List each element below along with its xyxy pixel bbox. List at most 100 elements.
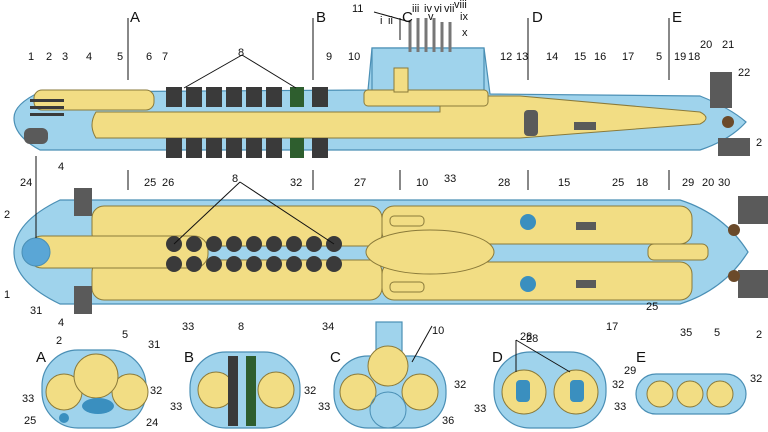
hatch xyxy=(393,67,409,93)
callout: viii xyxy=(454,0,467,11)
callout: 24 xyxy=(20,177,32,189)
callout: 33 xyxy=(614,401,626,413)
section-letter: B xyxy=(184,349,194,366)
callout: 16 xyxy=(594,51,606,63)
callout: 18 xyxy=(636,177,648,189)
callout: 20 xyxy=(702,177,714,189)
callout: 2 xyxy=(756,329,762,341)
callout: 33 xyxy=(182,321,194,333)
callout: 2 xyxy=(4,209,10,221)
side-view xyxy=(13,18,750,158)
sail xyxy=(371,47,485,93)
section-letter: B xyxy=(316,9,326,26)
callout: 33 xyxy=(318,401,330,413)
torpedo-tube xyxy=(30,113,64,116)
plan-view xyxy=(13,188,768,314)
pressure-hull-side xyxy=(91,95,707,139)
masts xyxy=(408,18,452,52)
control-section xyxy=(363,89,489,107)
callout: 2 xyxy=(46,51,52,63)
callout: 31 xyxy=(148,339,160,351)
callout: 8 xyxy=(238,47,244,59)
aft-module xyxy=(647,243,709,261)
callout: 32 xyxy=(612,379,624,391)
reactor-plan xyxy=(520,276,536,292)
callout: 25 xyxy=(144,177,156,189)
reactor xyxy=(524,110,538,136)
callout: 28 xyxy=(498,177,510,189)
callout: 14 xyxy=(546,51,558,63)
callout: 5 xyxy=(117,51,123,63)
rudder-top xyxy=(710,72,732,108)
turbine-plan xyxy=(576,222,596,230)
callout: 8 xyxy=(238,321,244,333)
section-letter: A xyxy=(36,349,46,366)
callout: 12 xyxy=(500,51,512,63)
callout: 26 xyxy=(162,177,174,189)
callout: ii xyxy=(388,15,393,27)
section-letter: D xyxy=(532,9,543,26)
callout: 1 xyxy=(4,289,10,301)
stern-plane xyxy=(738,196,768,224)
cross-section-c xyxy=(333,321,447,429)
callout: 8 xyxy=(232,173,238,185)
callout: iii xyxy=(412,3,419,15)
callout: 32 xyxy=(290,177,302,189)
callout: 6 xyxy=(146,51,152,63)
callout: 25 xyxy=(646,301,658,313)
callout: 15 xyxy=(574,51,586,63)
callout: 11 xyxy=(352,3,363,15)
turbine-plan xyxy=(576,280,596,288)
callout: 32 xyxy=(304,385,316,397)
callout: x xyxy=(462,27,468,39)
section-letter: E xyxy=(636,349,646,366)
callout: iv xyxy=(424,3,432,15)
cross-section-b xyxy=(189,351,301,429)
missile-tubes-top xyxy=(166,87,328,107)
section-lines xyxy=(127,18,670,190)
callout: 4 xyxy=(58,317,64,329)
callout: 4 xyxy=(86,51,92,63)
callout: 13 xyxy=(516,51,528,63)
callout: 5 xyxy=(714,327,720,339)
callout: 10 xyxy=(432,325,444,337)
cross-section-e xyxy=(635,373,747,415)
callout: vi xyxy=(434,3,442,15)
callout: 25 xyxy=(24,415,36,427)
callout: 9 xyxy=(326,51,332,63)
callout: i xyxy=(380,15,382,27)
bow-plane xyxy=(74,188,92,216)
callout: 36 xyxy=(442,415,454,427)
callout: 10 xyxy=(416,177,428,189)
callout: 15 xyxy=(558,177,570,189)
callout: 31 xyxy=(30,305,42,317)
bow-plane xyxy=(74,286,92,314)
section-letter: C xyxy=(402,9,413,26)
callout: 3 xyxy=(62,51,68,63)
sonar-dome xyxy=(24,128,48,144)
callout: 10 xyxy=(348,51,360,63)
section-letter: D xyxy=(492,349,503,366)
callout: 33 xyxy=(170,401,182,413)
callout: 33 xyxy=(22,393,34,405)
propeller xyxy=(722,116,734,128)
leader-lines xyxy=(35,11,571,373)
central-module xyxy=(365,229,495,275)
callout: 35 xyxy=(680,327,692,339)
callout: 1 xyxy=(28,51,34,63)
missile-silos xyxy=(166,236,342,272)
section-letter: C xyxy=(330,349,341,366)
rudder-bottom xyxy=(718,138,750,156)
missile-tubes-bottom xyxy=(166,138,328,158)
callout: 32 xyxy=(750,373,762,385)
propeller-plan xyxy=(728,224,740,236)
callout: 7 xyxy=(162,51,168,63)
hatch-plan xyxy=(389,281,425,293)
callout: 17 xyxy=(622,51,634,63)
turbine xyxy=(574,122,596,130)
callout: 33 xyxy=(444,173,456,185)
callout: 32 xyxy=(454,379,466,391)
callout: 2 xyxy=(56,335,62,347)
callout: v xyxy=(428,11,434,23)
callout: 29 xyxy=(682,177,694,189)
